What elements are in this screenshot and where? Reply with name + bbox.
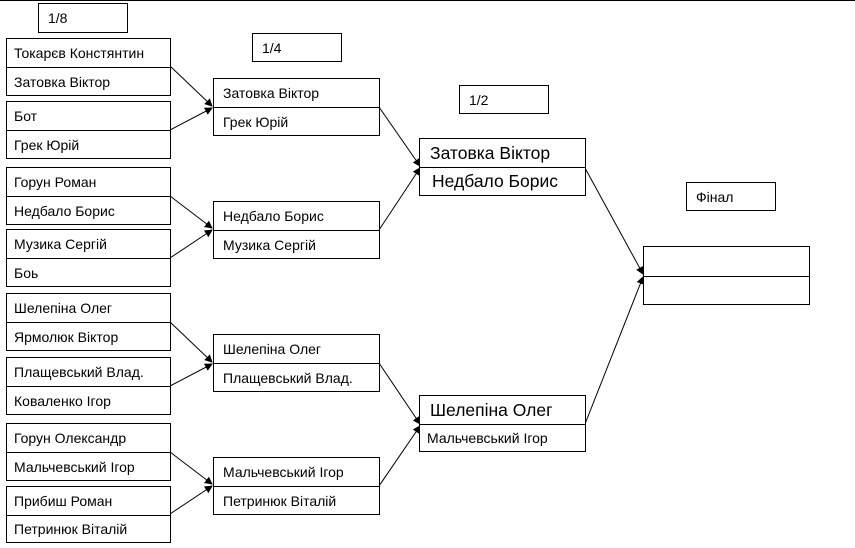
player-name: Недбало Борис: [223, 208, 324, 224]
player-name: Боь: [7, 258, 170, 286]
r16-match-6: Плащевський Влад. Коваленко Ігор: [6, 357, 171, 415]
player-name: Ярмолюк Віктор: [7, 322, 170, 350]
final-slot: [644, 276, 809, 304]
r16-match-4: Музика Сергій Боь: [6, 229, 171, 287]
sf-match-1: Затовка Віктор Недбало Борис: [419, 138, 586, 196]
player-name: Токарєв Констянтин: [14, 45, 145, 61]
qf-match-4: Мальчевський Ігор Петринюк Віталій: [213, 457, 380, 515]
r16-match-8: Прибиш Роман Петринюк Віталій: [6, 486, 171, 543]
player-name: Грек Юрій: [7, 130, 170, 158]
round-label-1-4: 1/4: [252, 33, 342, 62]
qf-match-2: Недбало Борис Музика Сергій: [213, 201, 380, 259]
player-name: Плащевський Влад.: [14, 364, 144, 380]
player-name: Грек Юрій: [214, 107, 379, 135]
final-slot: [644, 247, 809, 276]
r16-match-7: Горун Олександр Мальчевський Ігор: [6, 423, 171, 481]
qf-match-1: Затовка Віктор Грек Юрій: [213, 78, 380, 136]
round-label-final: Фінал: [686, 182, 776, 211]
round-label-1-2: 1/2: [459, 85, 549, 114]
player-name: Мальчевський Ігор: [7, 452, 170, 480]
player-name: Коваленко Ігор: [7, 386, 170, 414]
player-name: Недбало Борис: [420, 167, 585, 195]
qf-match-3: Шелепіна Олег Плащевський Влад.: [213, 334, 380, 392]
round-label-1-8: 1/8: [38, 3, 128, 33]
player-name: Плащевський Влад.: [214, 363, 379, 391]
player-name: Мальчевський Ігор: [420, 424, 585, 451]
player-name: Прибиш Роман: [14, 493, 113, 509]
r16-match-3: Горун Роман Недбало Борис: [6, 167, 171, 225]
player-name: Петринюк Віталій: [214, 486, 379, 514]
sf-match-2: Шелепіна Олег Мальчевський Ігор: [419, 395, 586, 452]
player-name: Музика Сергій: [14, 236, 107, 252]
player-name: Горун Роман: [14, 174, 97, 190]
player-name: Шелепіна Олег: [430, 399, 553, 420]
player-name: Затовка Віктор: [223, 85, 320, 101]
player-name: Бот: [14, 108, 38, 124]
r16-match-1: Токарєв Констянтин Затовка Віктор: [6, 38, 171, 96]
player-name: Недбало Борис: [7, 196, 170, 224]
player-name: Шелепіна Олег: [14, 300, 112, 316]
player-name: Петринюк Віталій: [7, 515, 170, 542]
player-name: Музика Сергій: [214, 230, 379, 258]
player-name: Мальчевський Ігор: [223, 464, 344, 480]
r16-match-2: Бот Грек Юрій: [6, 101, 171, 159]
player-name: Горун Олександр: [14, 430, 127, 446]
player-name: Шелепіна Олег: [223, 341, 321, 357]
player-name: Затовка Віктор: [7, 67, 170, 95]
final-match: [643, 246, 810, 305]
player-name: Затовка Віктор: [430, 142, 551, 163]
r16-match-5: Шелепіна Олег Ярмолюк Віктор: [6, 293, 171, 351]
top-border-line: [0, 0, 855, 1]
